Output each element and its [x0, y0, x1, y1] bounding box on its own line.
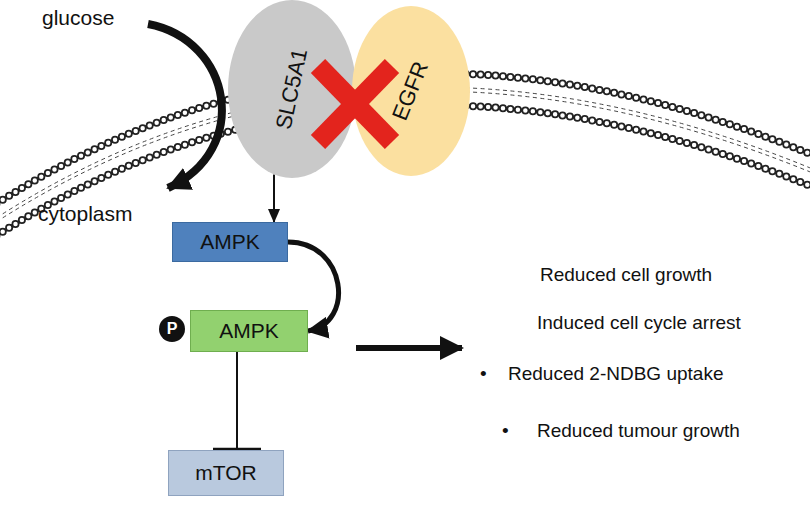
box-label: mTOR [195, 461, 256, 484]
process-box: mTOR [168, 450, 284, 496]
connector [213, 352, 261, 450]
arrow-line [273, 174, 275, 222]
input-label: glucose [42, 6, 114, 30]
box-label: AMPK [219, 319, 279, 342]
outcome-text: Induced cell cycle arrest [537, 312, 741, 334]
red-x [318, 66, 392, 142]
box-label: AMPK [200, 230, 260, 253]
outcome-text: Reduced tumour growth [537, 420, 740, 442]
shape-label: P [167, 320, 178, 338]
inhibition-line [236, 352, 238, 450]
outcome-text: Reduced 2-NDBG uptake [508, 363, 723, 385]
process-box: AMPK [190, 310, 308, 352]
glucose-arrow [148, 24, 222, 188]
phospho-circle: P [159, 316, 185, 342]
process-box: AMPK [172, 222, 288, 262]
compartment-label: cytoplasm [38, 202, 133, 226]
bullet: • [502, 420, 509, 442]
outcome-arrow [356, 345, 462, 351]
outcome-text: Reduced cell growth [540, 264, 712, 286]
bullet: • [480, 363, 487, 385]
connector [274, 174, 275, 222]
